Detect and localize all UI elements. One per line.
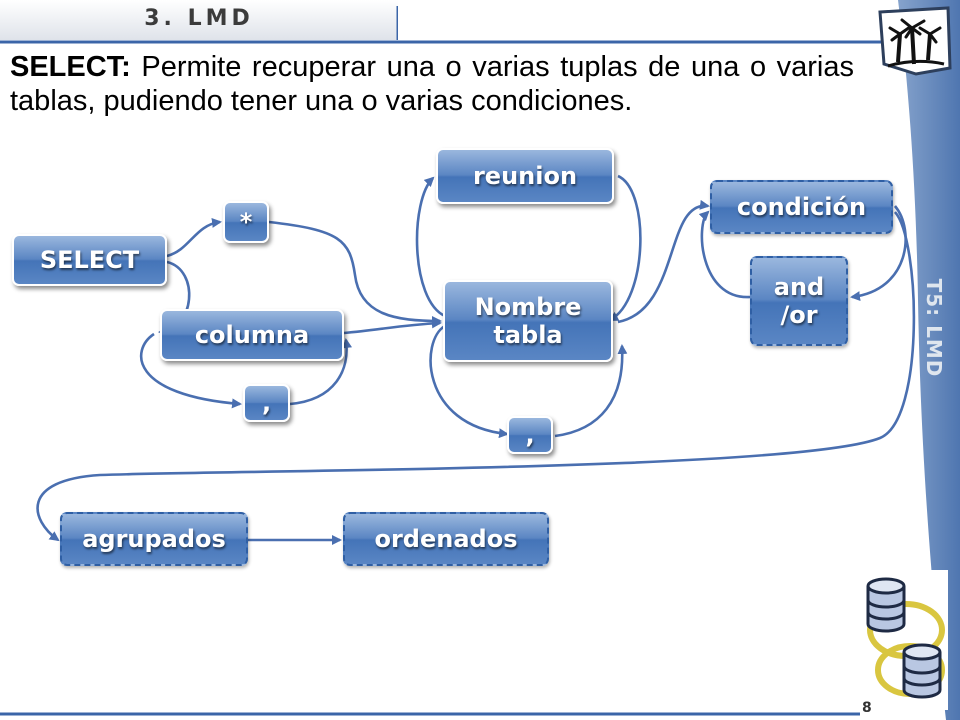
arrow-nombre-to-condicion bbox=[617, 199, 710, 324]
arrow-columna-to-comma bbox=[140, 332, 242, 409]
node-columna: columna bbox=[160, 309, 344, 361]
intro-paragraph: SELECT: Permite recuperar una o varias t… bbox=[10, 50, 854, 118]
node-star: * bbox=[223, 201, 269, 243]
arrow-reunion-to-nombre bbox=[608, 174, 642, 322]
node-reunion-label: reunion bbox=[472, 162, 578, 190]
node-select-label: SELECT bbox=[39, 246, 140, 274]
node-comma-tables-label: , bbox=[525, 421, 535, 449]
arrow-condicion-to-agrupados bbox=[36, 211, 916, 542]
intro-text: Permite recuperar una o varias tuplas de… bbox=[10, 51, 854, 117]
arrow-select-to-star bbox=[166, 217, 222, 258]
node-agrupados: agrupados bbox=[60, 512, 248, 566]
node-star-label: * bbox=[239, 208, 253, 236]
side-band bbox=[898, 0, 960, 720]
palm-tree-logo-icon bbox=[878, 6, 952, 76]
arrow-andor-to-condicion bbox=[698, 210, 751, 299]
footer-rule bbox=[0, 712, 860, 716]
node-nombre-tabla-line2: tabla bbox=[493, 321, 563, 349]
node-condicion-label: condición bbox=[736, 193, 867, 221]
node-nombre-tabla-line1: Nombre bbox=[474, 293, 582, 321]
node-and-or-line1: and bbox=[773, 273, 825, 301]
node-comma-columns: , bbox=[243, 384, 290, 422]
node-columna-label: columna bbox=[194, 321, 310, 349]
arrow-star-to-nombre bbox=[268, 220, 442, 326]
section-tab bbox=[0, 0, 398, 40]
page-number: 8 bbox=[862, 700, 872, 716]
node-reunion: reunion bbox=[436, 148, 614, 204]
arrow-comma-to-nombre bbox=[554, 344, 628, 438]
node-comma-tables: , bbox=[507, 416, 553, 454]
intro-lead: SELECT: bbox=[10, 51, 131, 83]
database-cylinders-icon bbox=[860, 570, 948, 710]
node-agrupados-label: agrupados bbox=[82, 525, 226, 553]
arrow-condicion-to-andor bbox=[850, 205, 907, 301]
node-ordenados: ordenados bbox=[343, 512, 549, 566]
node-comma-columns-label: , bbox=[261, 389, 272, 417]
node-and-or: and /or bbox=[750, 256, 848, 346]
section-title: 3. LMD bbox=[144, 6, 254, 31]
node-ordenados-label: ordenados bbox=[374, 525, 518, 553]
arrow-comma-to-columna bbox=[289, 338, 353, 406]
node-nombre-tabla: Nombre tabla bbox=[443, 280, 613, 362]
node-condicion: condición bbox=[710, 180, 893, 234]
node-and-or-line2: /or bbox=[780, 301, 818, 329]
node-select: SELECT bbox=[12, 234, 167, 286]
arrow-nombre-to-reunion bbox=[415, 176, 446, 318]
arrow-nombre-to-comma bbox=[429, 324, 509, 439]
arrow-columna-to-nombre bbox=[343, 318, 442, 335]
header-rule bbox=[0, 40, 900, 44]
